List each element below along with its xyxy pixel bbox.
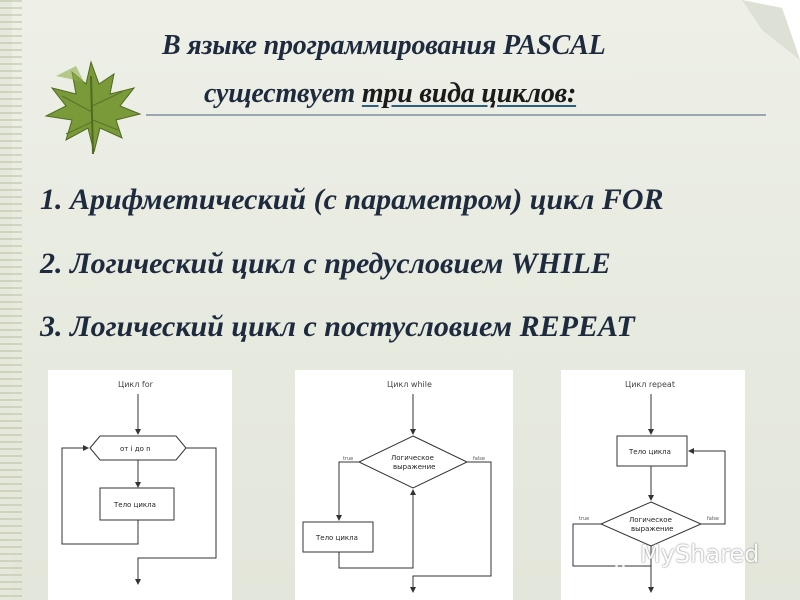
loop-body-box bbox=[616, 435, 688, 467]
page-curl-icon bbox=[742, 0, 800, 60]
while-true-label: true bbox=[343, 456, 353, 462]
repeat-condition-line1: Логическое bbox=[629, 516, 672, 524]
notebook-spiral-binding bbox=[0, 0, 22, 600]
watermark-text: MyShared bbox=[640, 540, 760, 568]
while-condition-line2: выражение bbox=[393, 463, 435, 471]
list-item-repeat: 3. Логический цикл с постусловием REPEAT bbox=[40, 310, 635, 344]
repeat-body-label: Тело цикла bbox=[628, 448, 671, 456]
while-body-label: Тело цикла bbox=[315, 534, 358, 542]
while-false-label: false bbox=[473, 456, 485, 462]
while-condition-line1: Логическое bbox=[391, 454, 434, 462]
list-item-text: Логический цикл с постусловием REPEAT bbox=[70, 310, 635, 343]
list-item-for: 1. Арифметический (с параметром) цикл FO… bbox=[40, 183, 664, 217]
repeat-loop-flowchart: Цикл repeat Тело цикла Логическое выраже… bbox=[561, 370, 745, 600]
title-line-2: существует три вида циклов: bbox=[204, 78, 576, 110]
list-item-text: Арифметический (с параметром) цикл FOR bbox=[70, 183, 664, 216]
while-loop-flowchart: Цикл while Логическое выражение true fal… bbox=[295, 370, 513, 600]
presentation-board-icon bbox=[607, 542, 633, 568]
for-header-label: от i до n bbox=[120, 445, 151, 453]
list-item-while: 2. Логический цикл с предусловием WHILE bbox=[40, 247, 611, 281]
list-item-text: Логический цикл с предусловием WHILE bbox=[70, 247, 611, 280]
condition-diamond bbox=[357, 435, 469, 489]
repeat-diagram-title: Цикл repeat bbox=[625, 380, 675, 389]
repeat-true-label: true bbox=[579, 516, 589, 522]
title-line-2-prefix: существует bbox=[204, 78, 362, 109]
watermark: MyShared bbox=[606, 540, 759, 568]
while-diagram-title: Цикл while bbox=[387, 380, 432, 389]
repeat-condition-line2: выражение bbox=[631, 525, 673, 533]
for-body-label: Тело цикла bbox=[113, 501, 156, 509]
title-underline-rule bbox=[146, 114, 766, 116]
repeat-false-label: false bbox=[707, 516, 719, 522]
list-item-number: 2. bbox=[40, 247, 63, 280]
loop-body-box bbox=[302, 521, 374, 553]
list-item-number: 1. bbox=[40, 183, 63, 216]
title-highlight: три вида циклов: bbox=[361, 78, 577, 109]
list-item-number: 3. bbox=[40, 310, 63, 343]
title-line-1: В языке программирования PASCAL bbox=[162, 30, 606, 61]
maple-leaf-icon bbox=[44, 60, 142, 155]
for-loop-flowchart: Цикл for от i до n Тело цикла bbox=[48, 370, 232, 600]
loop-body-box bbox=[99, 487, 175, 521]
for-diagram-title: Цикл for bbox=[118, 380, 154, 389]
